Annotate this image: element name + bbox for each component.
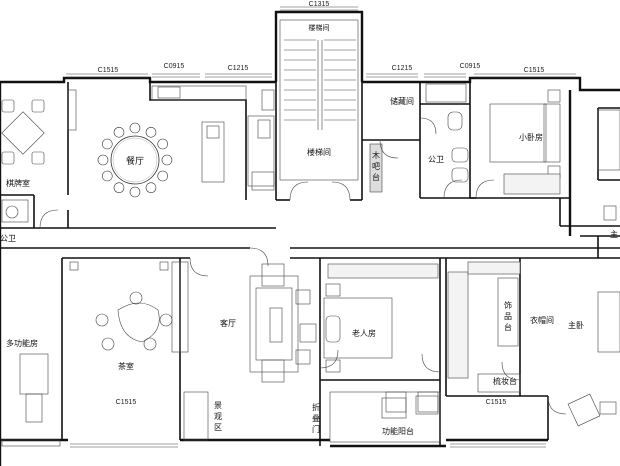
dim-top: C1315 (309, 1, 330, 8)
vertical-label-char: 饰 (504, 300, 512, 310)
vertical-label-char: 台 (504, 322, 512, 332)
dim-c1515-c: C1515 (116, 399, 137, 406)
windows (66, 6, 576, 448)
label-stair-room: 楼梯间 (309, 23, 330, 32)
label-stairwell: 楼梯间 (307, 147, 331, 157)
label-closet: 衣帽间 (530, 315, 554, 325)
label-living: 客厅 (220, 318, 236, 328)
wc-fixtures (261, 83, 469, 193)
label-small-bedroom: 小卧房 (519, 132, 543, 142)
label-chess-room: 棋牌室 (6, 178, 30, 188)
balcony-rails (1, 391, 441, 447)
dim-c1515-b: C1515 (524, 67, 545, 74)
kitchen-fixtures (151, 85, 275, 191)
dining-chair (101, 138, 113, 150)
dim-c1215-a: C1215 (228, 65, 249, 72)
dining-chair (145, 126, 157, 138)
vertical-label-char: 折 (312, 402, 320, 412)
vertical-label-char: 吧 (372, 162, 380, 171)
dim-c0915-a: C0915 (164, 63, 185, 70)
vertical-label-char: 观 (214, 412, 222, 421)
dining-chair (161, 154, 173, 166)
label-multi-room: 多功能房 (6, 338, 38, 348)
dining-chair (101, 170, 113, 182)
label-storage: 储藏间 (390, 96, 414, 106)
elder-room-furniture (323, 263, 439, 413)
dining-chair (157, 170, 169, 182)
doors (39, 117, 567, 415)
vertical-label-char: 叠 (312, 414, 320, 423)
living-room-furniture (249, 263, 317, 383)
vertical-labels: 木吧台 饰品台 景观区 折叠门 (214, 150, 512, 434)
label-wc-mid: 公卫 (428, 155, 444, 164)
master-bed (567, 291, 620, 427)
label-dresser: 梳妆台 (493, 376, 517, 386)
vertical-label-char: 区 (214, 423, 222, 432)
tea-room-furniture (19, 261, 173, 423)
dining-chair (113, 126, 125, 138)
label-display-table: 饰品台 (504, 300, 512, 332)
dining-chair (129, 186, 141, 198)
label-folding-door: 折叠门 (312, 402, 320, 434)
label-utility-balcony: 功能阳台 (382, 426, 414, 436)
staircase (279, 19, 359, 181)
dimension-labels: C1315 C1515 C0915 C1215 C1215 C0915 C151… (98, 1, 545, 406)
dim-c1515-d: C1515 (486, 399, 507, 406)
dining-chair (97, 154, 109, 166)
closet-furniture (447, 261, 521, 393)
vertical-label-char: 景 (214, 401, 222, 410)
dim-c1515-a: C1515 (98, 67, 119, 74)
label-right-cut: 主 (610, 229, 618, 239)
label-master: 主卧 (568, 320, 584, 330)
vertical-label-char: 品 (504, 312, 512, 321)
vertical-label-char: 门 (312, 424, 320, 434)
dining-chair (113, 182, 125, 194)
label-wood-deck: 木吧台 (372, 150, 380, 182)
label-garden: 景观区 (214, 401, 222, 432)
label-wc-left: 公卫 (0, 234, 16, 243)
dining-chair (145, 182, 157, 194)
dim-c1215-b: C1215 (392, 65, 413, 72)
label-dining: 餐厅 (126, 155, 144, 167)
dining-chair (157, 138, 169, 150)
chess-table (1, 99, 45, 223)
label-elder-room: 老人房 (352, 328, 376, 338)
dim-c0915-b: C0915 (460, 63, 481, 70)
dining-chair (129, 122, 141, 134)
small-bedroom-furniture (489, 89, 620, 221)
interior-walls (0, 82, 620, 446)
dining-table (97, 122, 173, 198)
vertical-label-char: 台 (372, 172, 380, 182)
label-tea-room: 茶室 (118, 361, 134, 371)
vertical-label-char: 木 (372, 150, 380, 160)
room-labels: 楼梯间 楼梯间 储藏间 餐厅 棋牌室 公卫 公卫 小卧房 多功能房 茶室 客厅 … (0, 23, 618, 436)
